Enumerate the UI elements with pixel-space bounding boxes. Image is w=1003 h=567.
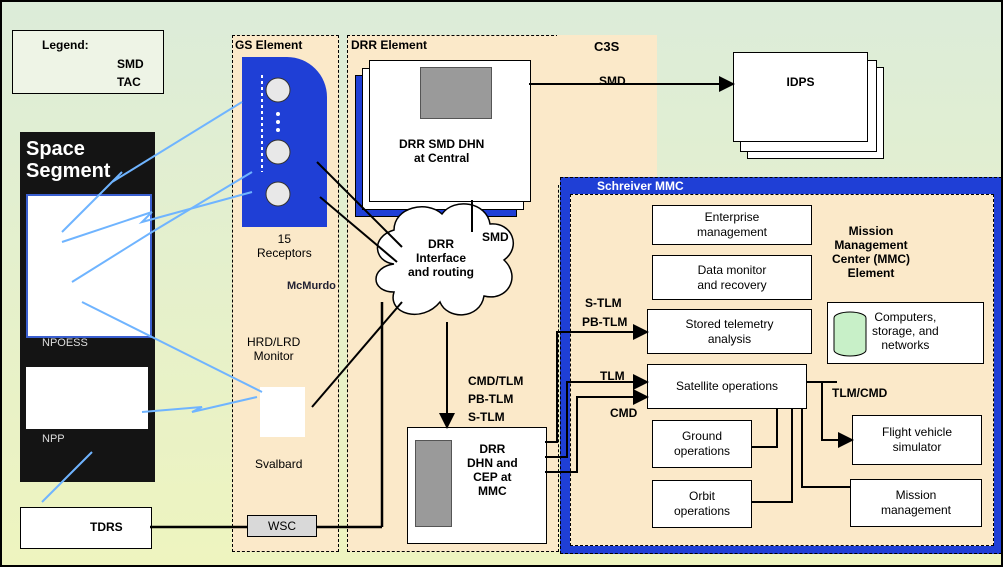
- npp-label: NPP: [42, 432, 65, 446]
- c3s-smd: SMD: [599, 74, 626, 88]
- dhn-mmc-label: DRR DHN and CEP at MMC: [467, 442, 518, 498]
- mmc-cmd: CMD: [610, 406, 637, 420]
- receptor-array: [242, 57, 327, 227]
- tdrs-box: [20, 507, 152, 549]
- server-rack-icon: [420, 67, 492, 119]
- ground-ops-box: Ground operations: [652, 420, 752, 468]
- wsc-box: WSC: [247, 515, 317, 537]
- legend-smd: SMD: [117, 57, 144, 71]
- flight-simulator-box: Flight vehicle simulator: [852, 415, 982, 465]
- svalbard-label: Svalbard: [255, 457, 302, 471]
- receptors-label: 15 Receptors: [257, 232, 312, 260]
- legend-tac: TAC: [117, 75, 141, 89]
- enterprise-box: Enterprise management: [652, 205, 812, 245]
- mcmurdo-label: McMurdo: [287, 279, 336, 293]
- drr-pb-tlm: PB-TLM: [468, 392, 513, 406]
- computers-label: Computers, storage, and networks: [872, 310, 939, 352]
- npoess-image: [26, 194, 152, 338]
- drr-element-title: DRR Element: [351, 38, 427, 52]
- drr-cmd-tlm: CMD/TLM: [468, 374, 523, 388]
- hrd-label: HRD/LRD Monitor: [247, 335, 300, 363]
- npoess-label: NPOESS: [42, 336, 88, 350]
- c3s-panel: [557, 35, 657, 185]
- mmc-tlm: TLM: [600, 369, 625, 383]
- npp-image: [26, 367, 148, 429]
- dhn-central-label: DRR SMD DHN at Central: [399, 137, 484, 165]
- drr-smd-label: SMD: [482, 230, 509, 244]
- mmc-tlm-cmd: TLM/CMD: [832, 386, 887, 400]
- space-segment-title: Space Segment: [26, 138, 110, 182]
- gs-element-title: GS Element: [235, 38, 302, 52]
- mmc-pb-tlm: PB-TLM: [582, 315, 627, 329]
- drr-cloud-label: DRR Interface and routing: [408, 237, 474, 279]
- mmc-element-title: Mission Management Center (MMC) Element: [832, 224, 910, 280]
- tdrs-label: TDRS: [90, 520, 123, 534]
- hrd-icons: [252, 302, 312, 332]
- drr-s-tlm: S-TLM: [468, 410, 505, 424]
- dhn-mmc-server-icon: [415, 440, 452, 527]
- idps-box: IDPS: [733, 52, 868, 142]
- stored-telemetry-box: Stored telemetry analysis: [647, 309, 812, 354]
- c3s-title: C3S: [594, 40, 619, 54]
- schreiver-mmc-header: Schreiver MMC: [597, 179, 684, 193]
- satops-box: Satellite operations: [647, 364, 807, 409]
- legend-title: Legend:: [42, 38, 89, 52]
- svalbard-image: [260, 387, 305, 437]
- orbit-ops-box: Orbit operations: [652, 480, 752, 528]
- mission-mgmt-box: Mission management: [850, 479, 982, 527]
- datamon-box: Data monitor and recovery: [652, 255, 812, 300]
- mmc-s-tlm: S-TLM: [585, 296, 622, 310]
